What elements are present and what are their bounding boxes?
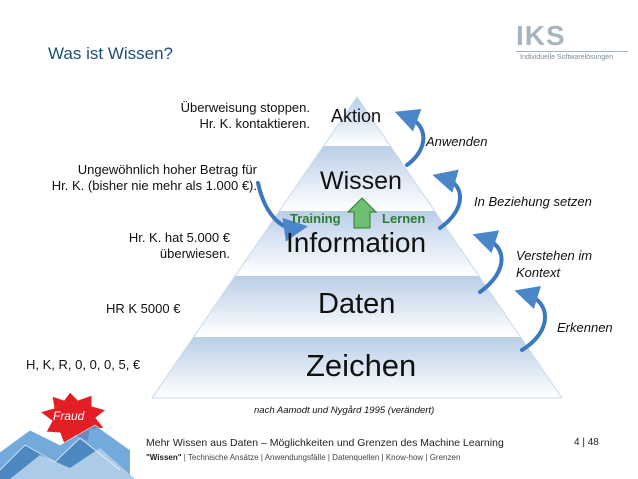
verstehen-arrow	[472, 230, 504, 294]
example-zeichen: H, K, R, 0, 0, 0, 5, €	[26, 357, 141, 372]
layer-label-daten: Daten	[318, 288, 396, 320]
transition-beziehung: In Beziehung setzen	[474, 194, 592, 209]
example-wissen-line1: Ungewöhnlich hoher Betrag für	[77, 162, 257, 177]
anwenden-arrow	[394, 108, 426, 167]
example-aktion-line1: Überweisung stoppen.	[180, 100, 310, 115]
footer-nav-current: "Wissen"	[146, 453, 182, 462]
footer-navigation: "Wissen" | Technische Ansätze | Anwendun…	[146, 453, 460, 462]
layer-label-wissen: Wissen	[320, 167, 402, 195]
transition-verstehen-line2: Kontext	[516, 265, 561, 280]
fraud-label: Fraud	[53, 409, 85, 423]
information-to-wissen-arrow	[256, 181, 308, 242]
layer-label-zeichen: Zeichen	[306, 348, 417, 383]
transition-arrows	[256, 108, 547, 352]
training-label: Training	[290, 211, 341, 226]
citation: nach Aamodt und Nygård 1995 (verändert)	[254, 405, 435, 416]
logo-subtitle: Individuelle Softwarelösungen	[520, 54, 614, 61]
lernen-label: Lernen	[382, 211, 426, 226]
example-aktion: Überweisung stoppen. Hr. K. kontaktieren…	[181, 100, 310, 132]
slide-title: Was ist Wissen?	[48, 44, 174, 63]
transition-verstehen: Verstehen im Kontext	[516, 247, 592, 281]
upward-arrow-icon	[346, 197, 378, 229]
example-wissen: Ungewöhnlich hoher Betrag für Hr. K. (bi…	[52, 162, 257, 194]
company-logo: IKS Individuelle Softwarelösungen	[516, 20, 628, 66]
band-zeichen	[152, 336, 562, 398]
logo-text: IKS	[516, 20, 566, 51]
layer-label-aktion: Aktion	[331, 106, 382, 126]
footer-title: Mehr Wissen aus Daten – Möglichkeiten un…	[146, 437, 504, 449]
layer-label-information: Information	[286, 227, 427, 258]
example-information: Hr. K. hat 5.000 € überwiesen.	[129, 230, 230, 262]
footer-decoration	[0, 424, 135, 479]
transition-anwenden: Anwenden	[426, 134, 488, 149]
footer-nav-rest: | Technische Ansätze | Anwendungsfälle |…	[181, 453, 461, 462]
example-wissen-line2: Hr. K. (bisher nie mehr als 1.000 €).	[51, 178, 257, 193]
transition-erkennen: Erkennen	[557, 320, 613, 335]
beziehung-arrow	[432, 169, 462, 230]
page-number: 4 | 48	[574, 437, 599, 448]
transition-verstehen-line1: Verstehen im	[516, 248, 593, 263]
erkennen-arrow	[514, 286, 547, 352]
logo-divider	[516, 51, 628, 52]
band-aktion	[152, 97, 562, 145]
example-aktion-line2: Hr. K. kontaktieren.	[199, 116, 310, 131]
example-information-line2: überwiesen.	[159, 246, 230, 261]
example-daten: HR K 5000 €	[106, 301, 181, 316]
example-information-line1: Hr. K. hat 5.000 €	[128, 230, 230, 245]
